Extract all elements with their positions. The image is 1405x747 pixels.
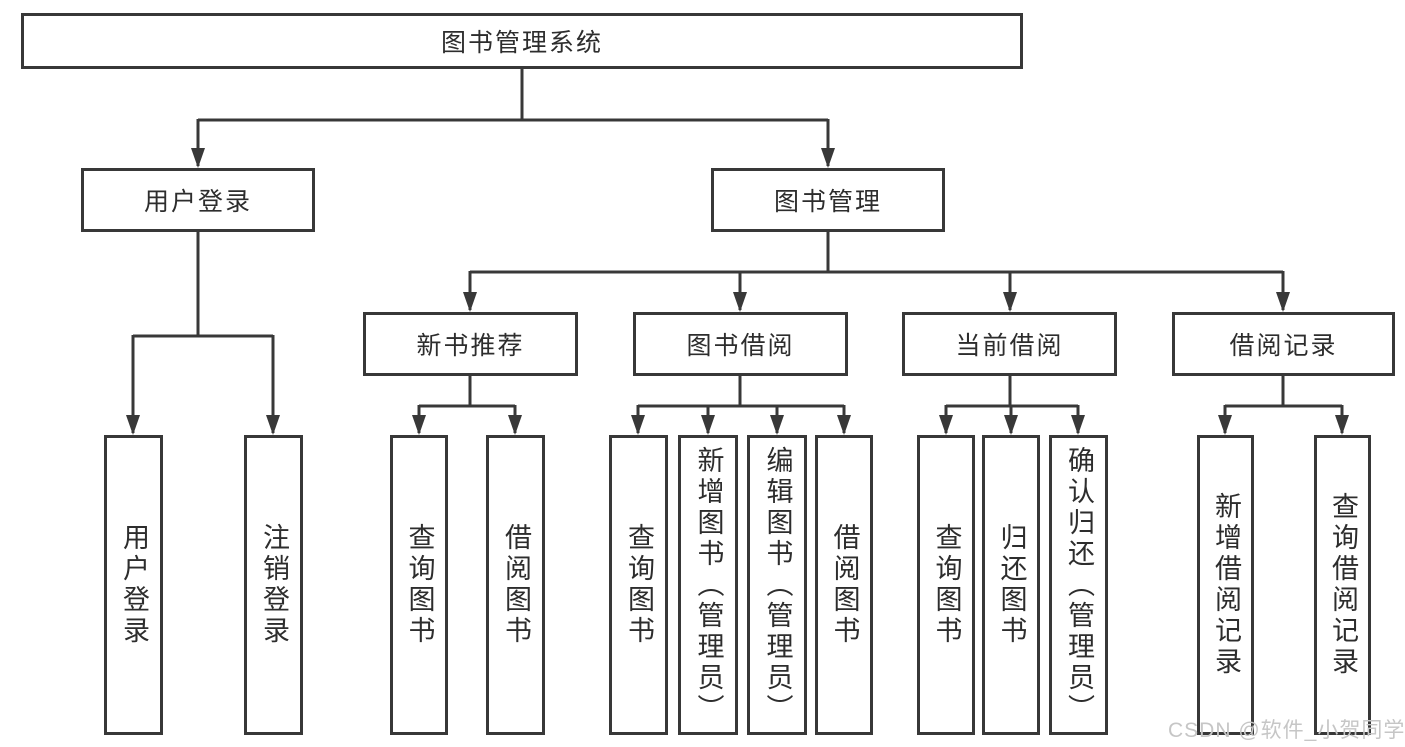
node-book-borrow: 图书借阅 bbox=[633, 312, 848, 376]
leaf-query-borrow-record: 查询借阅记录 bbox=[1314, 435, 1371, 735]
connector-book-management bbox=[470, 232, 1283, 274]
leaf-user-login-label: 用户登录 bbox=[119, 523, 149, 647]
leaf-query-book-1: 查询图书 bbox=[390, 435, 448, 735]
leaf-add-book: 新增图书（管理员） bbox=[678, 435, 738, 735]
leaf-query-book-2: 查询图书 bbox=[609, 435, 668, 735]
leaf-edit-book-label: 编辑图书（管理员） bbox=[762, 445, 793, 725]
leaf-query-book-3: 查询图书 bbox=[917, 435, 975, 735]
leaf-borrow-book-2-label: 借阅图书 bbox=[829, 523, 860, 647]
leaf-confirm-return: 确认归还（管理员） bbox=[1049, 435, 1108, 735]
leaf-user-login: 用户登录 bbox=[104, 435, 163, 735]
connector-new-book-recommend bbox=[419, 376, 515, 408]
node-current-borrow: 当前借阅 bbox=[902, 312, 1117, 376]
leaf-query-borrow-record-label: 查询借阅记录 bbox=[1328, 492, 1358, 678]
node-user-login: 用户登录 bbox=[81, 168, 315, 232]
node-book-management: 图书管理 bbox=[711, 168, 945, 232]
leaf-add-book-label: 新增图书（管理员） bbox=[693, 445, 724, 725]
connector-root bbox=[198, 69, 828, 122]
node-root: 图书管理系统 bbox=[21, 13, 1023, 69]
leaf-add-borrow-record-label: 新增借阅记录 bbox=[1211, 492, 1241, 678]
leaf-borrow-book-2: 借阅图书 bbox=[815, 435, 873, 735]
node-new-book-recommend: 新书推荐 bbox=[363, 312, 578, 376]
leaf-add-borrow-record: 新增借阅记录 bbox=[1197, 435, 1254, 735]
leaf-logout: 注销登录 bbox=[244, 435, 303, 735]
leaf-logout-label: 注销登录 bbox=[259, 523, 289, 647]
leaf-return-book-label: 归还图书 bbox=[996, 523, 1027, 647]
connector-book-borrow bbox=[638, 376, 844, 408]
connector-group bbox=[126, 69, 1349, 435]
leaf-confirm-return-label: 确认归还（管理员） bbox=[1064, 445, 1094, 725]
leaf-edit-book: 编辑图书（管理员） bbox=[747, 435, 807, 735]
leaf-return-book: 归还图书 bbox=[982, 435, 1040, 735]
leaf-query-book-1-label: 查询图书 bbox=[404, 523, 435, 647]
watermark: CSDN @软件_小贺同学 bbox=[1168, 719, 1405, 742]
connector-user-login bbox=[133, 232, 273, 338]
node-borrow-record: 借阅记录 bbox=[1172, 312, 1395, 376]
leaf-borrow-book-1: 借阅图书 bbox=[486, 435, 545, 735]
connector-borrow-record bbox=[1225, 376, 1342, 408]
leaf-borrow-book-1-label: 借阅图书 bbox=[501, 523, 531, 647]
leaf-query-book-3-label: 查询图书 bbox=[931, 523, 962, 647]
connector-current-borrow bbox=[946, 376, 1078, 408]
leaf-query-book-2-label: 查询图书 bbox=[624, 523, 654, 647]
